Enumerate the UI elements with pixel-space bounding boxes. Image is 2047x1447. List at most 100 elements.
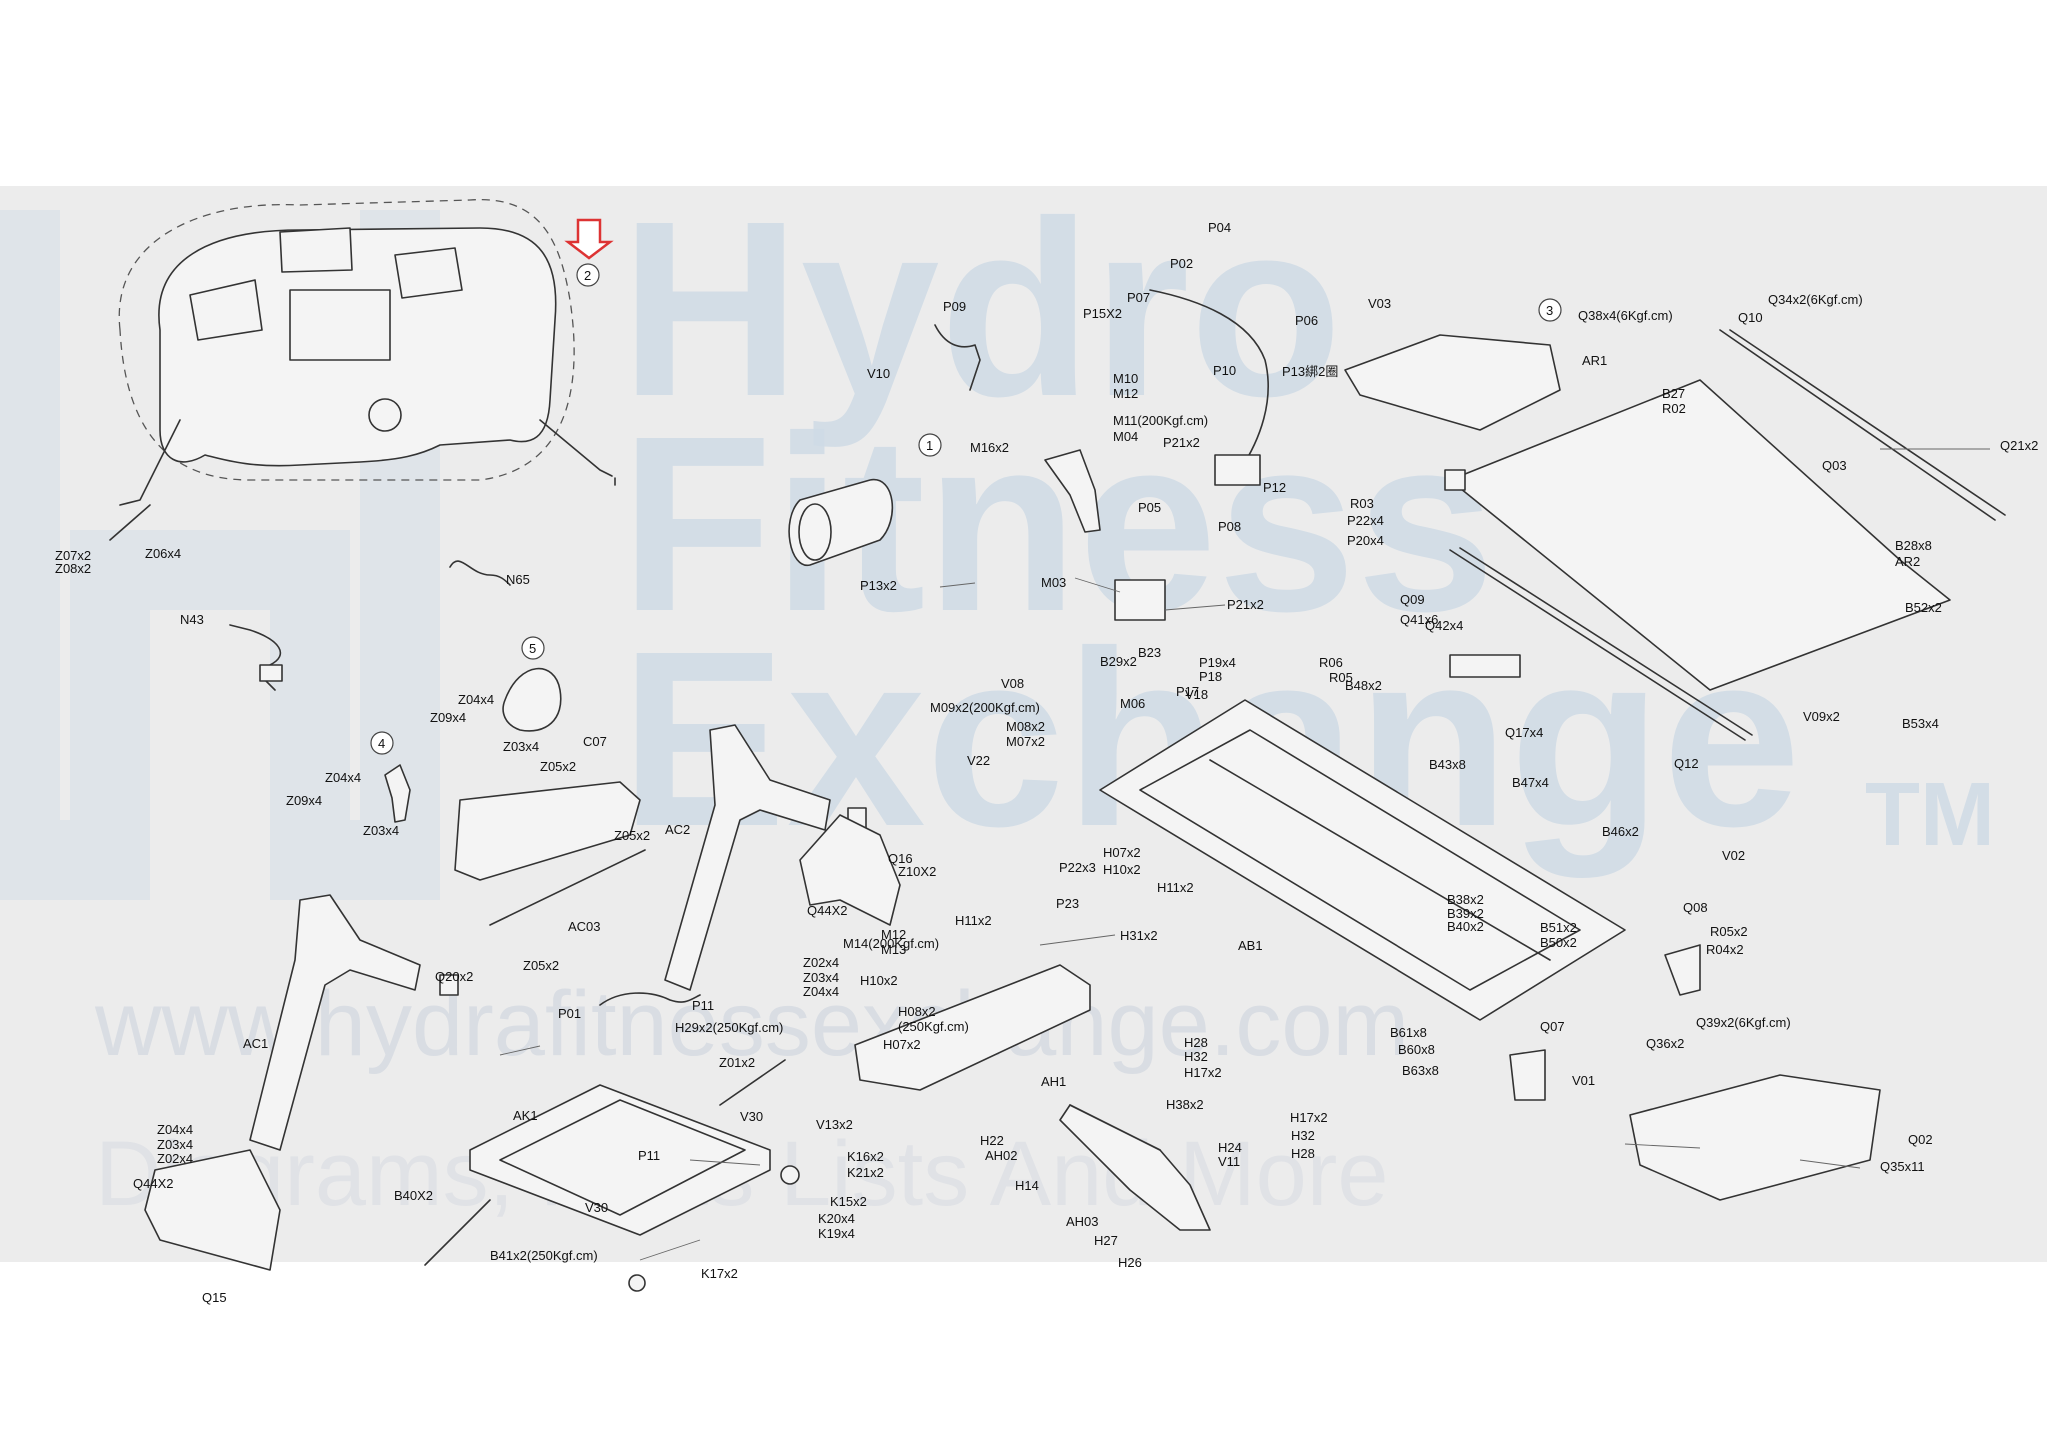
part-label: V22 [967,753,990,768]
part-label: H08x2 [898,1004,936,1019]
part-label: B38x2 [1447,892,1484,907]
part-label: C07 [583,734,607,749]
part-label: M08x2 [1006,719,1045,734]
part-label: Q03 [1822,458,1847,473]
part-label: R02 [1662,401,1686,416]
part-label: B51x2 [1540,920,1577,935]
part-label: Q16 [888,851,913,866]
part-label: M13 [881,942,906,957]
motor-end [798,503,832,561]
part-label: H11x2 [955,913,992,928]
part-label: Z03x4 [157,1137,193,1152]
part-label: P15X2 [1083,306,1122,321]
callout-1 [918,433,942,457]
upright-ac2 [599,724,901,1006]
part-label: B48x2 [1345,678,1382,693]
part-label: P22x3 [1059,860,1096,875]
part-label: AR2 [1895,554,1920,569]
part-label: Z03x4 [503,739,539,754]
part-label: Z02x4 [157,1151,193,1166]
part-label: P11 [638,1148,660,1163]
part-label: V30 [740,1109,763,1124]
callout-5 [521,636,545,660]
upright-ac1 [144,894,459,1271]
part-label: Q21x2 [2000,438,2038,453]
base-cover-q15 [144,1149,281,1271]
part-label: H22 [980,1133,1004,1148]
leader-lines [499,448,1990,1261]
part-label: Q36x2 [1646,1036,1684,1051]
part-label: R05x2 [1710,924,1748,939]
part-label: V13x2 [816,1117,853,1132]
part-label: K17x2 [701,1266,738,1281]
part-label: R04x2 [1706,942,1744,957]
part-label: H27 [1094,1233,1118,1248]
part-label: Q20x2 [435,969,473,984]
part-label: H17x2 [1290,1110,1328,1125]
part-label: H26 [1118,1255,1142,1270]
motor-assembly [788,479,894,566]
part-label: Z04x4 [458,692,494,707]
part-label: Q38x4(6Kgf.cm) [1578,308,1673,323]
part-label: Q10 [1738,310,1763,325]
part-label: P21x2 [1163,435,1200,450]
part-label: M03 [1041,575,1066,590]
part-label: R06 [1319,655,1343,670]
part-label: P04 [1208,220,1231,235]
part-label: B41x2(250Kgf.cm) [490,1248,598,1263]
part-label: P17 [1176,684,1199,699]
callout-1-number: 1 [926,438,933,453]
rod-ac03 [489,849,646,926]
base-tray-q02 [1629,1074,1881,1201]
wiring-harness [1149,289,1269,471]
part-label: Z04x4 [803,984,839,999]
part-label: K21x2 [847,1165,884,1180]
callout-2-number: 2 [584,268,591,283]
part-label: (250Kgf.cm) [898,1019,969,1034]
callout-4-number: 4 [378,736,385,751]
part-label: B52x2 [1905,600,1942,615]
part-label: B61x8 [1390,1025,1427,1040]
cap-q20 [439,974,459,996]
part-label: B47x4 [1512,775,1549,790]
part-label: P21x2 [1227,597,1264,612]
roller-ar1 [1444,469,1466,491]
console-top-display [279,227,353,273]
part-label: P13x2 [860,578,897,593]
callout-5-number: 5 [529,641,536,656]
part-label: Q15 [202,1290,227,1305]
part-label: Q35x11 [1880,1159,1925,1174]
side-rail-q03 [1719,329,2006,521]
wheel-k17 [628,1274,646,1292]
cable-n65 [449,560,511,586]
part-label: M07x2 [1006,734,1045,749]
part-label: H11x2 [1157,880,1194,895]
part-label: P12 [1263,480,1286,495]
part-label: P02 [1170,256,1193,271]
part-label: B43x8 [1429,757,1466,772]
part-label: H10x2 [1103,862,1141,877]
part-label: K16x2 [847,1149,884,1164]
part-label: P09 [943,299,966,314]
part-label: V09x2 [1803,709,1840,724]
part-label: K15x2 [830,1194,867,1209]
part-label: V11 [1218,1154,1240,1169]
part-label: K19x4 [818,1226,855,1241]
handlebar-part-4 [384,764,411,823]
part-label: V18 [1185,687,1208,702]
part-label: H38x2 [1166,1097,1204,1112]
part-label: Z05x2 [614,828,650,843]
part-label: B50x2 [1540,935,1577,950]
part-label: AH02 [985,1148,1018,1163]
console-dashed-boundary [118,199,575,481]
part-label: P19x4 [1199,655,1236,670]
part-label: Q08 [1683,900,1708,915]
part-label: Z09x4 [286,793,322,808]
part-label: H24 [1218,1140,1242,1155]
incline-bracket-ah1 [854,964,1091,1091]
part-label: B46x2 [1602,824,1639,839]
part-label: H07x2 [883,1037,921,1052]
part-label: B40X2 [394,1188,433,1203]
